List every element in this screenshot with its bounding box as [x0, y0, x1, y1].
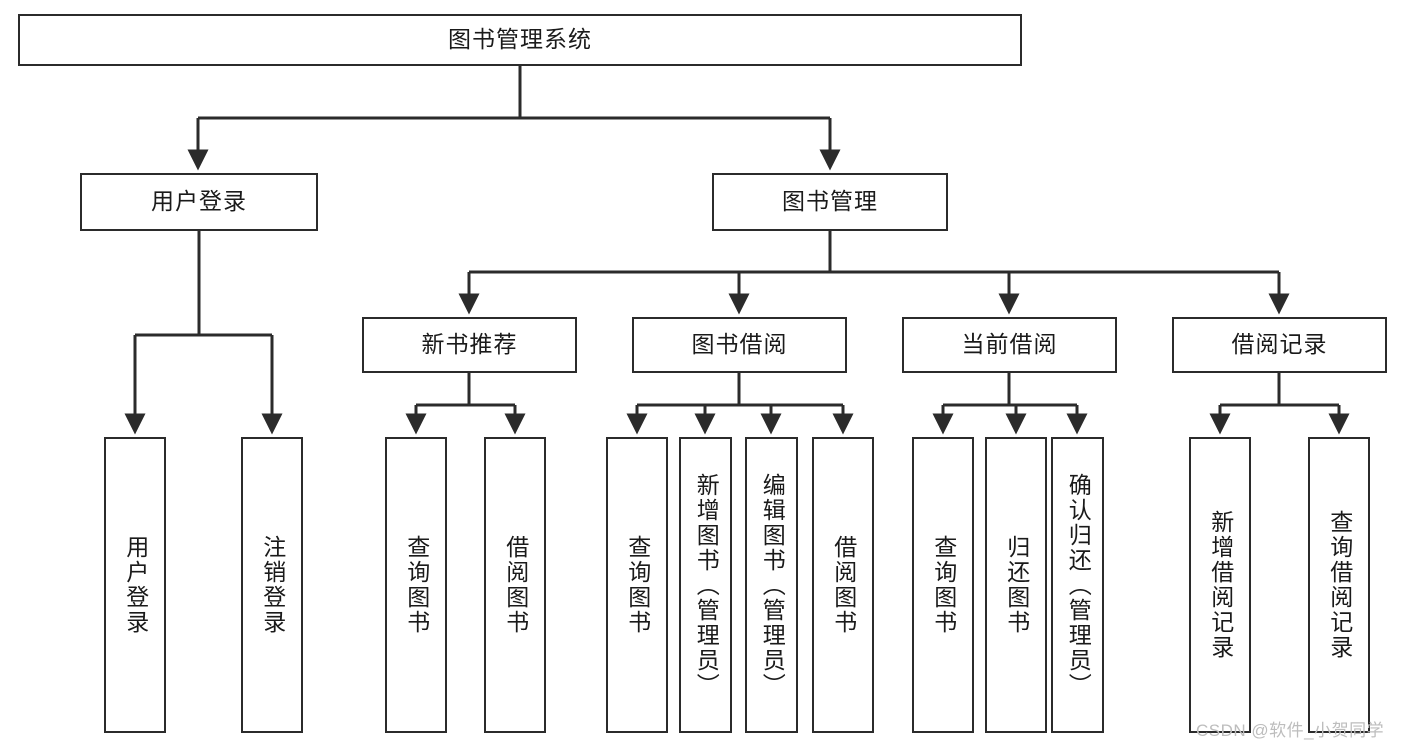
- edge-current-borrow-to-leaves: [932, 373, 1088, 435]
- node-book-borrow[interactable]: 图书借阅: [632, 317, 847, 373]
- csdn-watermark: CSDN @软件_小贺同学: [1196, 721, 1385, 740]
- node-leaf-add-book-admin[interactable]: 新增图书（管理员）: [679, 437, 732, 733]
- leaf-label: 新增图书（管理员）: [693, 472, 720, 698]
- leaf-label: 借阅图书: [830, 535, 857, 635]
- node-leaf-query-book-current[interactable]: 查询图书: [912, 437, 974, 733]
- leaf-label: 用户登录: [122, 535, 149, 635]
- leaf-label: 查询图书: [624, 535, 651, 635]
- node-current-borrow[interactable]: 当前借阅: [902, 317, 1117, 373]
- node-leaf-borrow-book[interactable]: 借阅图书: [812, 437, 874, 733]
- edge-new-book-recommend-to-leaves: [405, 373, 526, 435]
- leaf-label: 确认归还（管理员）: [1065, 472, 1092, 698]
- edge-borrow-record-to-leaves: [1209, 373, 1350, 435]
- node-user-login[interactable]: 用户登录: [80, 173, 318, 231]
- leaf-label: 借阅图书: [502, 535, 529, 635]
- node-leaf-edit-book-admin[interactable]: 编辑图书（管理员）: [745, 437, 798, 733]
- node-leaf-user-login[interactable]: 用户登录: [104, 437, 166, 733]
- leaf-label: 查询图书: [930, 535, 957, 635]
- leaf-label: 查询图书: [403, 535, 430, 635]
- node-leaf-confirm-return-admin[interactable]: 确认归还（管理员）: [1051, 437, 1104, 733]
- node-leaf-query-book-borrow[interactable]: 查询图书: [606, 437, 668, 733]
- edge-book-borrow-to-leaves: [626, 373, 854, 435]
- node-borrow-record[interactable]: 借阅记录: [1172, 317, 1387, 373]
- leaf-label: 归还图书: [1003, 535, 1030, 635]
- leaf-label: 注销登录: [259, 535, 286, 635]
- node-leaf-query-borrow-record[interactable]: 查询借阅记录: [1308, 437, 1370, 733]
- node-leaf-add-borrow-record[interactable]: 新增借阅记录: [1189, 437, 1251, 733]
- node-leaf-borrow-book-recommend[interactable]: 借阅图书: [484, 437, 546, 733]
- edge-book-management-to-level3: [458, 231, 1290, 315]
- leaf-label: 编辑图书（管理员）: [759, 472, 786, 698]
- node-leaf-query-book-recommend[interactable]: 查询图书: [385, 437, 447, 733]
- node-book-management[interactable]: 图书管理: [712, 173, 948, 231]
- leaf-label: 新增借阅记录: [1207, 510, 1234, 660]
- node-leaf-user-logout[interactable]: 注销登录: [241, 437, 303, 733]
- node-root-system[interactable]: 图书管理系统: [18, 14, 1022, 66]
- node-leaf-return-book[interactable]: 归还图书: [985, 437, 1047, 733]
- node-new-book-recommend[interactable]: 新书推荐: [362, 317, 577, 373]
- edge-root-to-level2: [187, 66, 841, 171]
- edge-user-login-to-leaves: [124, 231, 283, 435]
- leaf-label: 查询借阅记录: [1326, 510, 1353, 660]
